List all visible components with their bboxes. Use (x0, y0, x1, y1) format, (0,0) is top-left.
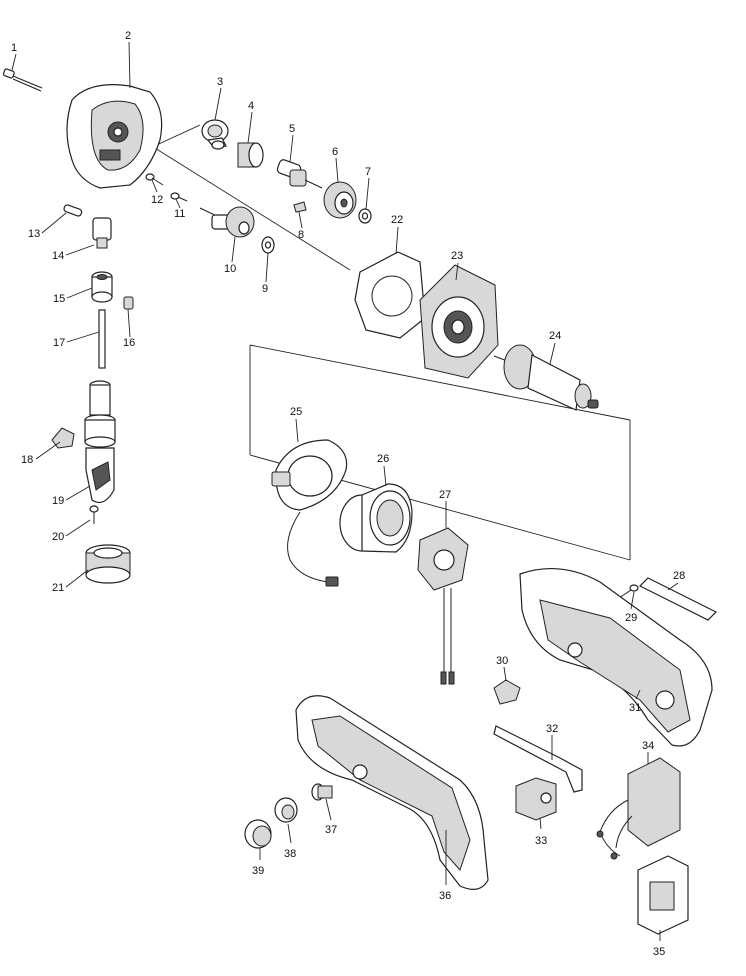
part-30-switch-trigger (493, 679, 521, 705)
ref-label-2: 2 (125, 30, 131, 42)
part-26-field (339, 483, 413, 553)
ref-label-24: 24 (549, 330, 561, 342)
ref-label-32: 32 (546, 723, 558, 735)
part-1-screw (2, 68, 43, 92)
ref-label-17: 17 (53, 337, 65, 349)
part-18-blade-holder (51, 427, 75, 449)
part-19-plunger (84, 380, 116, 503)
ref-label-27: 27 (439, 489, 451, 501)
part-39-cap (244, 819, 272, 849)
ref-label-30: 30 (496, 655, 508, 667)
part-25-baffle-plate (271, 439, 348, 587)
ref-label-12: 12 (151, 194, 163, 206)
ref-label-37: 37 (325, 824, 337, 836)
part-15-sleeve (91, 271, 113, 303)
ref-label-14: 14 (52, 250, 64, 262)
ref-label-35: 35 (653, 946, 665, 958)
ref-label-16: 16 (123, 337, 135, 349)
part-17-pin (98, 309, 106, 369)
ref-label-39: 39 (252, 865, 264, 877)
part-9-washer (261, 236, 275, 254)
ref-label-26: 26 (377, 453, 389, 465)
ref-label-7: 7 (365, 166, 371, 178)
ref-label-3: 3 (217, 76, 223, 88)
ref-label-15: 15 (53, 293, 65, 305)
ref-label-33: 33 (535, 835, 547, 847)
part-34-controller (596, 757, 681, 860)
ref-label-28: 28 (673, 570, 685, 582)
part-31-housing-half (519, 567, 713, 747)
part-24-armature (493, 344, 599, 411)
ref-label-19: 19 (52, 495, 64, 507)
part-20-screw (89, 505, 99, 524)
ref-label-10: 10 (224, 263, 236, 275)
part-10-gear-shaft (199, 206, 255, 238)
part-8-key (293, 201, 307, 213)
part-32-switch-lever (493, 725, 583, 793)
part-28-name-plate (638, 577, 718, 621)
ref-label-9: 9 (262, 283, 268, 295)
part-22-gasket (354, 251, 426, 339)
part-4-needle-bearing (237, 142, 264, 168)
part-38-ring (274, 797, 298, 823)
ref-label-4: 4 (248, 100, 254, 112)
ref-label-6: 6 (332, 146, 338, 158)
part-2-gear-housing (66, 84, 163, 189)
leader-lines (11, 41, 679, 941)
ref-label-36: 36 (439, 890, 451, 902)
ref-label-20: 20 (52, 531, 64, 543)
ref-label-5: 5 (289, 123, 295, 135)
ref-label-21: 21 (52, 582, 64, 594)
ref-label-22: 22 (391, 214, 403, 226)
part-12-pin (145, 173, 164, 186)
reference-labels: 1 2 3 4 5 6 7 8 9 10 11 12 13 14 15 16 1… (11, 30, 685, 958)
part-5-crank-shaft (276, 159, 323, 189)
part-14-link (92, 217, 112, 249)
part-27-brush-holder (417, 527, 469, 685)
part-3-connecting-rod (201, 119, 229, 150)
ref-label-18: 18 (21, 454, 33, 466)
part-37-screw (311, 783, 333, 801)
ref-label-23: 23 (451, 250, 463, 262)
ref-label-25: 25 (290, 406, 302, 418)
part-7-washer (358, 208, 372, 224)
ref-label-34: 34 (642, 740, 654, 752)
part-21-ring-nut (85, 544, 131, 584)
ref-label-13: 13 (28, 228, 40, 240)
part-16-set-screw (123, 296, 134, 310)
ref-label-8: 8 (298, 229, 304, 241)
part-36-housing-half (295, 695, 489, 890)
ref-label-29: 29 (625, 612, 637, 624)
part-33-switch (515, 777, 557, 821)
part-23-motor-housing-end (419, 264, 499, 379)
ref-label-31: 31 (629, 702, 641, 714)
ref-label-1: 1 (11, 42, 17, 54)
part-13-pin (63, 204, 83, 217)
part-35-terminal (637, 855, 689, 935)
part-11-screw (170, 192, 188, 202)
part-6-spur-gear (323, 181, 357, 219)
ref-label-38: 38 (284, 848, 296, 860)
ref-label-11: 11 (174, 208, 185, 220)
